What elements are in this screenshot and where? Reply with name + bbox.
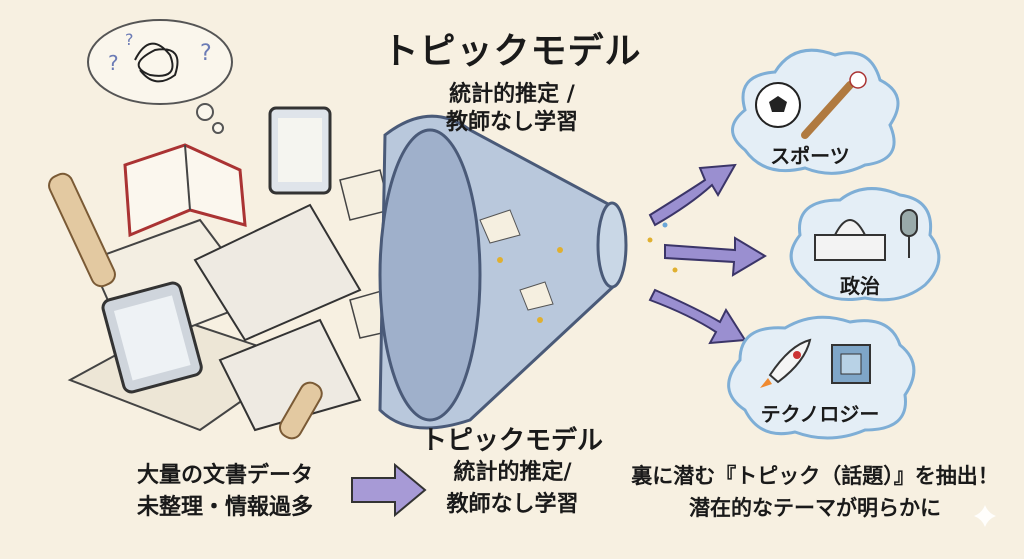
output-arrows	[648, 163, 767, 345]
arrow-icon	[648, 288, 747, 345]
funnel-icon	[378, 114, 678, 430]
svg-text:?: ?	[200, 41, 212, 66]
subtitle-line1: 統計的推定 /	[449, 82, 575, 107]
baseball-bat-icon	[801, 71, 867, 139]
output-line1: 裏に潜む『トピック（話題）』を抽出！	[631, 464, 999, 488]
model-line2: 教師なし学習	[446, 492, 579, 517]
page-title: トピックモデル	[382, 31, 642, 72]
capitol-building-icon	[814, 219, 886, 261]
document-pile-icon	[48, 106, 396, 440]
chip-icon	[831, 344, 871, 384]
rocket-icon	[760, 338, 812, 388]
bottom-arrow-icon	[351, 462, 427, 518]
arrow-icon	[664, 236, 767, 277]
model-line1: 統計的推定/	[453, 460, 572, 485]
topic-label-sports: スポーツ	[770, 144, 850, 168]
output-line2: 潜在的なテーマが明らかに	[689, 496, 941, 520]
arrow-icon	[648, 163, 737, 227]
topic-label-technology: テクノロジー	[760, 402, 880, 426]
model-title: トピックモデル	[420, 426, 603, 456]
sparkle-icon	[974, 505, 996, 527]
topic-label-politics: 政治	[840, 274, 880, 298]
output-description: 裏に潜む『トピック（話題）』を抽出！ 潜在的なテーマが明らかに	[615, 460, 1015, 524]
soccer-ball-icon	[755, 82, 801, 128]
svg-text:?: ?	[108, 51, 119, 75]
input-description: 大量の文書データ 未整理・情報過多	[110, 460, 340, 524]
subtitle-line2: 教師なし学習	[445, 110, 578, 135]
svg-text:?: ?	[125, 30, 134, 49]
microphone-icon	[900, 209, 918, 258]
model-description: 統計的推定/ 教師なし学習	[420, 457, 605, 521]
input-line1: 大量の文書データ	[136, 463, 313, 488]
input-line2: 未整理・情報過多	[136, 495, 313, 520]
confused-thought-bubble-icon: ? ? ?	[87, 19, 233, 134]
